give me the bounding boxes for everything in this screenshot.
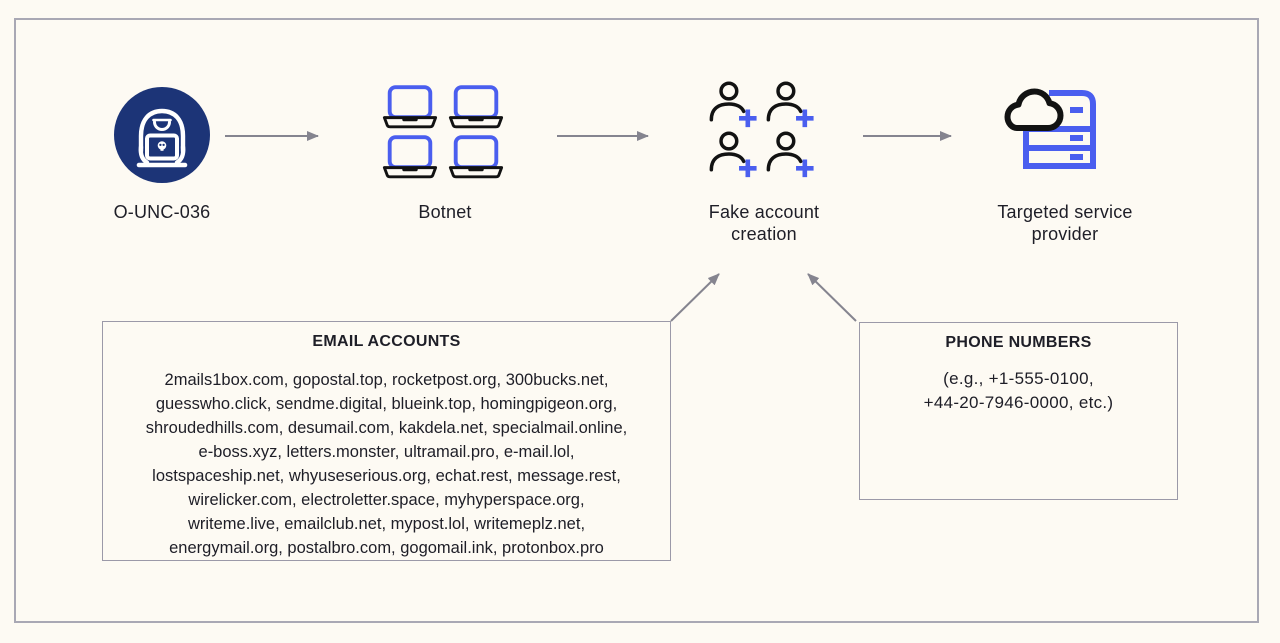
email-accounts-title: EMAIL ACCOUNTS xyxy=(312,333,461,350)
laptop-icon xyxy=(382,85,438,129)
phone-text-line: (e.g., +1-555-0100, xyxy=(943,369,1094,388)
email-list-line: shroudedhills.com, desumail.com, kakdela… xyxy=(145,419,628,437)
fake-account-creation-label-line1: Fake account xyxy=(708,202,820,222)
email-accounts-box: EMAIL ACCOUNTS 2mails1box.com, gopostal.… xyxy=(102,321,671,561)
botnet-label: Botnet xyxy=(365,201,525,223)
targeted-service-provider-label-line1: Targeted service xyxy=(997,202,1133,222)
phone-text-line: +44-20-7946-0000, etc.) xyxy=(923,393,1114,412)
fake-account-creation-node xyxy=(706,80,818,178)
threat-actor-node xyxy=(114,87,210,188)
targeted-service-provider-node xyxy=(1003,80,1103,177)
person-add-icon xyxy=(766,81,814,128)
phone-numbers-box: PHONE NUMBERS (e.g., +1-555-0100, +44-20… xyxy=(859,322,1178,500)
email-list-line: e-boss.xyz, letters.monster, ultramail.p… xyxy=(198,443,575,461)
botnet-node xyxy=(381,84,505,179)
email-list-line: writeme.live, emailclub.net, mypost.lol,… xyxy=(187,515,586,533)
botnet-label-text: Botnet xyxy=(418,202,472,222)
email-list-line: guesswho.click, sendme.digital, blueink.… xyxy=(155,395,618,413)
threat-actor-label: O-UNC-036 xyxy=(82,201,242,223)
laptop-icon xyxy=(382,135,438,179)
fake-account-creation-label: Fake account creation xyxy=(684,201,844,245)
person-add-icon xyxy=(709,131,757,178)
person-add-icon xyxy=(766,131,814,178)
person-add-icon xyxy=(709,81,757,128)
targeted-service-provider-label: Targeted service provider xyxy=(985,201,1145,245)
targeted-service-provider-label-line2: provider xyxy=(1031,224,1099,244)
email-list-line: wirelicker.com, electroletter.space, myh… xyxy=(188,491,585,509)
phone-numbers-title: PHONE NUMBERS xyxy=(945,334,1092,351)
outer-frame xyxy=(14,18,1259,623)
phone-numbers-text: (e.g., +1-555-0100, +44-20-7946-0000, et… xyxy=(860,367,1177,415)
email-list-line: 2mails1box.com, gopostal.top, rocketpost… xyxy=(164,371,609,389)
laptop-icon xyxy=(448,85,504,129)
threat-actor-label-text: O-UNC-036 xyxy=(113,202,211,222)
fake-account-creation-label-line2: creation xyxy=(731,224,797,244)
cloud-server-icon xyxy=(1004,88,1096,169)
laptop-icon xyxy=(448,135,504,179)
email-list-line: energymail.org, postalbro.com, gogomail.… xyxy=(169,539,604,557)
email-list-line: lostspaceship.net, whyuseserious.org, ec… xyxy=(152,467,621,485)
hacker-laptop-icon xyxy=(114,87,210,183)
email-accounts-list: 2mails1box.com, gopostal.top, rocketpost… xyxy=(103,368,670,560)
